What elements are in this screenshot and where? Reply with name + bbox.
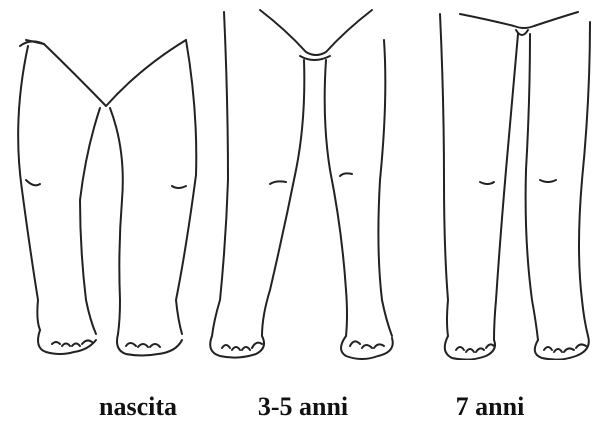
legs-7-anni-drawing	[440, 12, 590, 360]
caption-3-5-anni: 3-5 anni	[223, 392, 383, 422]
caption-nascita: nascita	[58, 392, 218, 422]
legs-nascita-drawing	[18, 40, 196, 356]
legs-illustration	[0, 0, 605, 360]
legs-3-5-anni-drawing	[210, 10, 393, 359]
caption-7-anni: 7 anni	[410, 392, 570, 422]
